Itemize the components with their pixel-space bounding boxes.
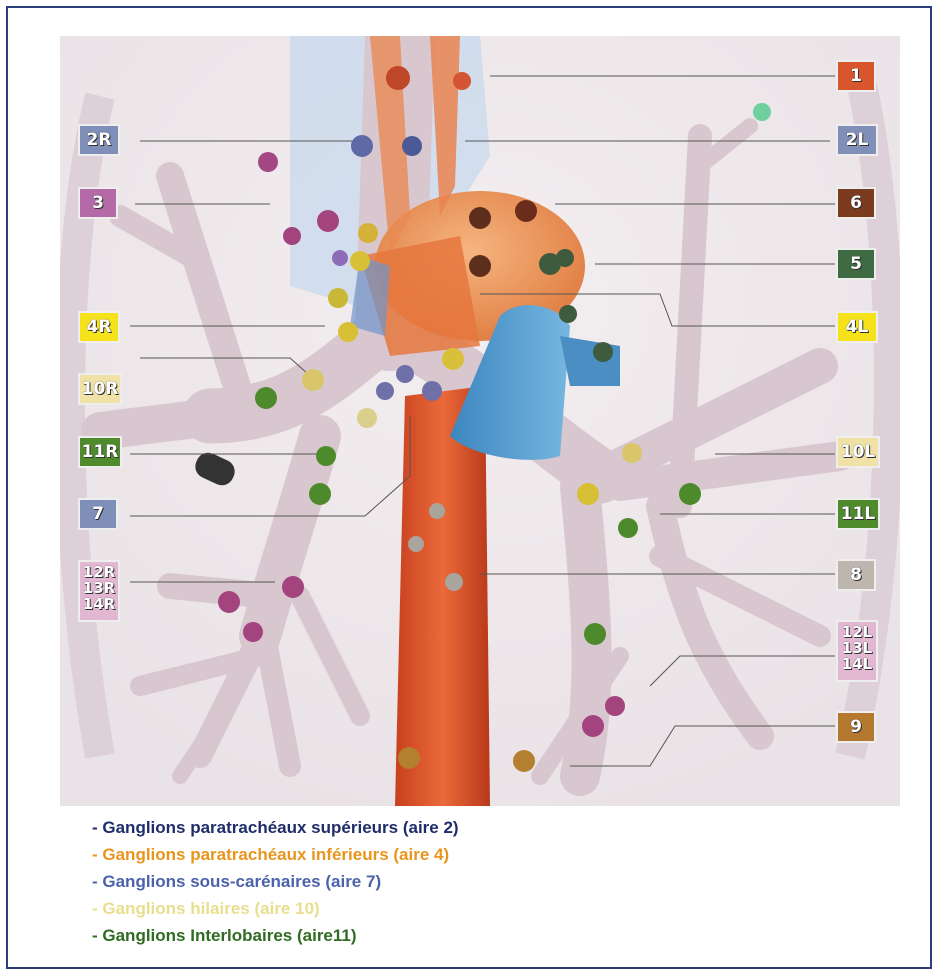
station-label-10R: 10R [78, 373, 122, 405]
station-label-9: 9 [836, 711, 876, 743]
legend-item-aire-10: - Ganglions hilaires (aire 10) [92, 899, 320, 919]
station-label-11R: 11R [78, 436, 122, 468]
station-label-1: 1 [836, 60, 876, 92]
legend-item-aire-11: - Ganglions Interlobaires (aire11) [92, 926, 357, 946]
mediastinum-illustration [60, 36, 900, 806]
station-label-5: 5 [836, 248, 876, 280]
station-label-6: 6 [836, 187, 876, 219]
station-14R: 14R [80, 597, 118, 613]
station-label-11L: 11L [836, 498, 880, 530]
station-label-4L: 4L [836, 311, 878, 343]
station-label-8: 8 [836, 559, 876, 591]
legend-item-aire-2: - Ganglions paratrachéaux supérieurs (ai… [92, 818, 459, 838]
legend-item-aire-7: - Ganglions sous-carénaires (aire 7) [92, 872, 381, 892]
station-label-10L: 10L [836, 436, 880, 468]
station-label-3: 3 [78, 187, 118, 219]
station-14L: 14L [838, 657, 876, 673]
station-label-4R: 4R [78, 311, 120, 343]
station-label-12-14R: 12R 13R 14R [78, 560, 120, 622]
station-label-2R: 2R [78, 124, 120, 156]
station-label-2L: 2L [836, 124, 878, 156]
station-label-12-14L: 12L 13L 14L [836, 620, 878, 682]
station-label-7: 7 [78, 498, 118, 530]
legend-item-aire-4: - Ganglions paratrachéaux inférieurs (ai… [92, 845, 449, 865]
